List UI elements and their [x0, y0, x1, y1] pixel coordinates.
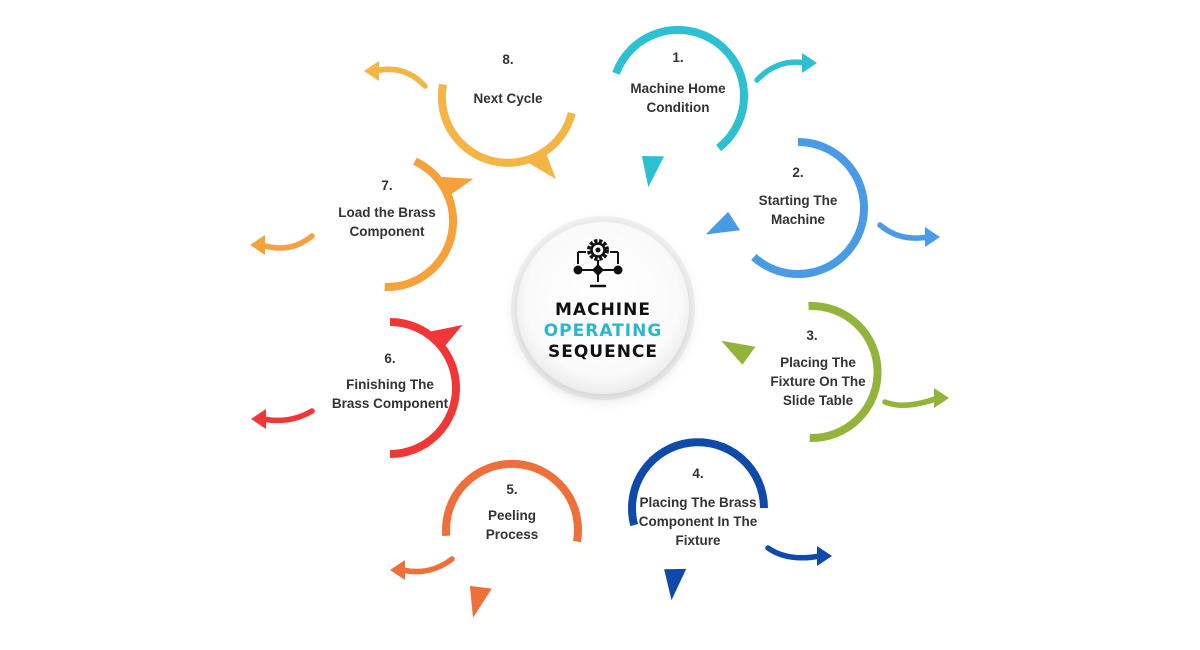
- step-pointer: [431, 325, 463, 352]
- center-title-line-2: OPERATING: [544, 321, 663, 341]
- step-pointer: [664, 568, 687, 601]
- step-8: 8. Next Cycle: [364, 52, 576, 180]
- step-label-line: Placing The: [780, 355, 856, 370]
- step-pointer: [469, 585, 492, 618]
- center-title-line-3: SEQUENCE: [548, 342, 658, 362]
- step-label-line: Placing The Brass: [639, 495, 756, 510]
- step-label-line: Starting The: [759, 193, 838, 208]
- center-hub: MACHINE OPERATING SEQUENCE: [511, 216, 695, 400]
- step-label-line: Condition: [647, 100, 710, 115]
- step-arc: [628, 438, 768, 527]
- step-number: 7.: [381, 178, 392, 193]
- step-label-line: Fixture: [675, 533, 721, 548]
- step-number: 8.: [502, 52, 513, 67]
- step-arc: [384, 157, 458, 292]
- curved-arrow-icon: [390, 556, 455, 580]
- curved-arrow-icon: [765, 545, 832, 566]
- curved-arrow-icon: [754, 53, 817, 83]
- step-arc: [437, 83, 576, 167]
- step-number: 5.: [506, 482, 517, 497]
- step-pointer: [441, 176, 474, 199]
- curved-arrow-icon: [877, 222, 940, 247]
- step-arc: [612, 25, 749, 152]
- step-label-line: Process: [486, 527, 539, 542]
- hub-circle: [517, 222, 689, 394]
- step-number: 3.: [806, 328, 817, 343]
- curved-arrow-icon: [250, 233, 315, 255]
- step-pointer: [705, 211, 741, 235]
- step-label-line: Slide Table: [783, 393, 854, 408]
- step-arc: [389, 318, 460, 458]
- step-number: 4.: [692, 466, 703, 481]
- step-label-line: Finishing The: [346, 377, 434, 392]
- step-pointer: [528, 146, 556, 180]
- step-pointer: [641, 156, 665, 188]
- step-label-line: Component: [350, 224, 425, 239]
- step-label-line: Component In The: [639, 514, 758, 529]
- step-label-line: Next Cycle: [473, 91, 543, 106]
- step-arc: [751, 138, 868, 278]
- curved-arrow-icon: [364, 61, 428, 89]
- step-label-line: Peeling: [488, 508, 536, 523]
- step-number: 2.: [792, 165, 803, 180]
- curved-arrow-icon: [251, 408, 315, 429]
- step-number: 1.: [672, 50, 683, 65]
- step-label-line: Load the Brass: [338, 205, 436, 220]
- step-label-line: Machine Home: [630, 81, 726, 96]
- step-pointer: [721, 340, 756, 365]
- step-label-line: Machine: [771, 212, 826, 227]
- step-label-line: Fixture On The: [770, 374, 866, 389]
- step-label-line: Brass Component: [332, 396, 449, 411]
- curved-arrow-icon: [882, 388, 949, 408]
- step-number: 6.: [384, 351, 395, 366]
- center-title-line-1: MACHINE: [555, 300, 651, 320]
- step-arc: [808, 302, 882, 443]
- process-flow-gear-icon: [573, 239, 623, 288]
- step-arc: [442, 459, 583, 543]
